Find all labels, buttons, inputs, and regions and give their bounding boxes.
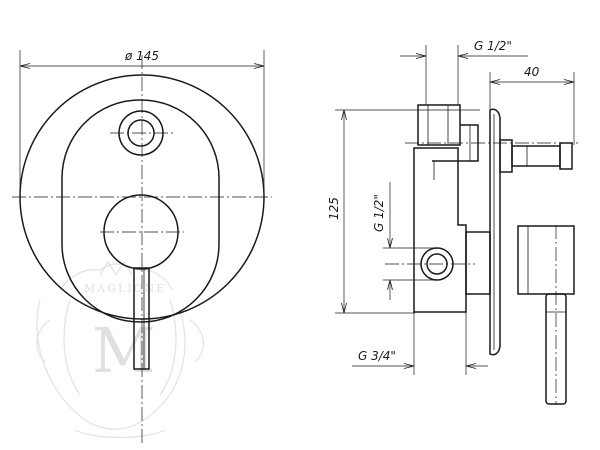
top-inlet-label: G 1/2" xyxy=(474,39,512,53)
watermark-arc-text: MAGLIONE xyxy=(84,282,166,295)
top-inlet-fitting xyxy=(417,104,479,162)
lever-knob xyxy=(103,194,179,270)
watermark-monogram: M xyxy=(92,314,155,387)
cartridge-housing xyxy=(465,231,491,295)
oval-escutcheon xyxy=(61,99,220,323)
watermark-crest: MAGLIONE M xyxy=(36,260,204,439)
lever-handle-side xyxy=(545,293,567,405)
cover-plate-outline xyxy=(19,74,265,320)
depth-label: 40 xyxy=(524,65,540,79)
valve-body xyxy=(413,147,467,313)
diameter-label: ø 145 xyxy=(124,49,159,63)
middle-inlet-label: G 1/2" xyxy=(372,194,386,232)
lever-handle xyxy=(133,267,150,370)
side-view: 125 G 1/2" 40 G 1/2" G 3/4" xyxy=(327,39,580,405)
lever-knob-side xyxy=(517,225,575,295)
front-view: ø 145 xyxy=(12,49,272,445)
bottom-outlet-label: G 3/4" xyxy=(358,349,396,363)
diverter-spindle xyxy=(499,139,573,173)
cover-plate-side xyxy=(489,108,501,356)
diverter-button-outer xyxy=(118,110,164,156)
diverter-button-inner xyxy=(127,119,155,147)
middle-inlet-inner xyxy=(426,253,448,275)
height-label: 125 xyxy=(327,197,341,220)
